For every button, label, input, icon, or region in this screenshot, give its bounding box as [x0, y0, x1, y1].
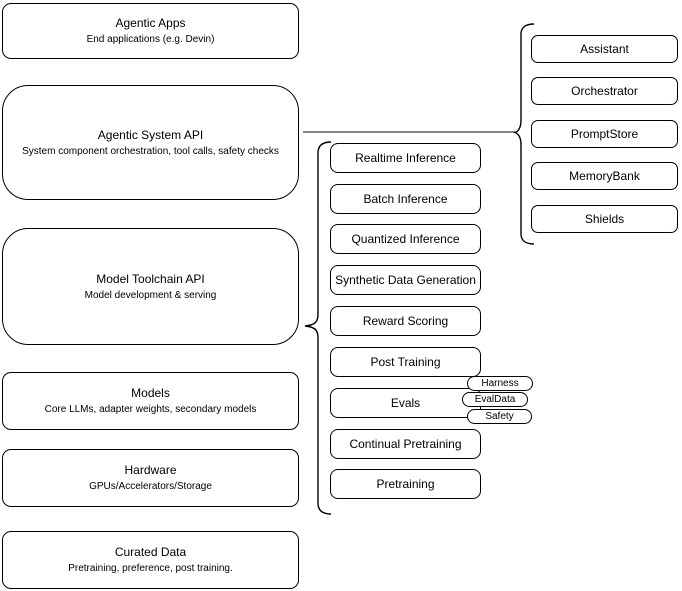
evals-tag-evaldata: EvalData — [462, 392, 528, 407]
system-box-orchestrator: Orchestrator — [531, 77, 678, 105]
node-curated-data: Curated Data Pretraining, preference, po… — [2, 531, 299, 589]
node-title: Model Toolchain API — [96, 271, 205, 286]
system-box-assistant: Assistant — [531, 35, 678, 63]
node-subtitle: Model development & serving — [84, 289, 217, 301]
toolchain-box-batch-inference: Batch Inference — [330, 184, 481, 214]
node-models: Models Core LLMs, adapter weights, secon… — [2, 372, 299, 430]
toolchain-box-evals: Evals — [330, 388, 481, 418]
toolchain-box-pretraining: Pretraining — [330, 469, 481, 499]
node-subtitle: System component orchestration, tool cal… — [22, 145, 279, 157]
evals-tag-safety: Safety — [467, 409, 532, 424]
system-box-promptstore: PromptStore — [531, 120, 678, 148]
toolchain-box-realtime-inference: Realtime Inference — [330, 143, 481, 173]
toolchain-group-brace — [304, 141, 332, 515]
node-title: Agentic Apps — [115, 16, 186, 30]
node-model-toolchain-api: Model Toolchain API Model development & … — [2, 228, 299, 345]
toolchain-box-quantized-inference: Quantized Inference — [330, 224, 481, 254]
system-box-shields: Shields — [531, 205, 678, 233]
evals-tag-harness: Harness — [467, 376, 533, 391]
node-subtitle: End applications (e.g. Devin) — [86, 34, 215, 45]
node-title: Hardware — [124, 463, 177, 477]
system-box-memorybank: MemoryBank — [531, 162, 678, 190]
toolchain-box-reward-scoring: Reward Scoring — [330, 306, 481, 336]
node-subtitle: Pretraining, preference, post training. — [68, 563, 233, 574]
node-hardware: Hardware GPUs/Accelerators/Storage — [2, 449, 299, 507]
toolchain-box-post-training: Post Training — [330, 347, 481, 377]
node-title: Curated Data — [114, 545, 187, 559]
toolchain-box-synthetic-data-generation: Synthetic Data Generation — [330, 265, 481, 295]
node-title: Agentic System API — [97, 127, 204, 142]
node-agentic-apps: Agentic Apps End applications (e.g. Devi… — [2, 3, 299, 59]
node-agentic-system-api: Agentic System API System component orch… — [2, 85, 299, 200]
node-subtitle: Core LLMs, adapter weights, secondary mo… — [44, 404, 257, 415]
toolchain-box-continual-pretraining: Continual Pretraining — [330, 429, 481, 459]
node-title: Models — [131, 386, 170, 400]
node-subtitle: GPUs/Accelerators/Storage — [89, 481, 212, 492]
